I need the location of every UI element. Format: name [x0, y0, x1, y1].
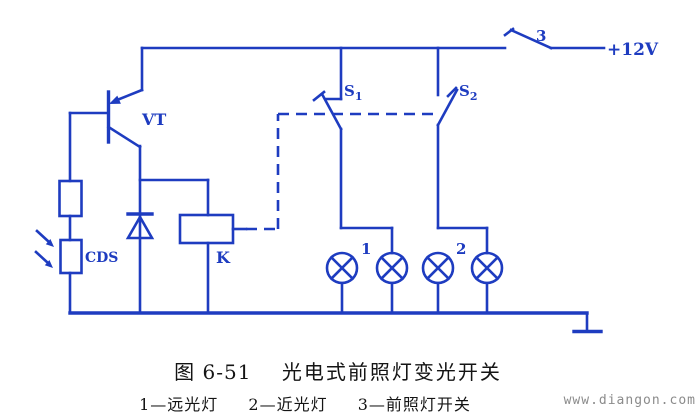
legend-item-1: 1—远光灯	[139, 395, 219, 414]
switch3-label: 3	[536, 27, 546, 45]
lamp-group-2: 2	[421, 226, 504, 315]
switch3-blade	[509, 28, 553, 50]
lamp-icon	[421, 251, 455, 285]
s1-blade	[320, 92, 343, 131]
figure-title: 光电式前照灯变光开关	[281, 360, 502, 384]
s2-blade	[436, 88, 459, 127]
group1-bottom-leads	[340, 281, 394, 315]
lamp-icon	[325, 251, 359, 285]
collector-line	[106, 125, 142, 149]
s1-label: S1	[344, 82, 363, 103]
switch-s1: S1	[312, 46, 363, 230]
emitter-arrow-icon	[109, 95, 121, 104]
photoresistor-body	[59, 238, 83, 275]
ground-rail	[68, 311, 603, 334]
lamp-group1-label: 1	[361, 240, 371, 258]
photo-sensor-branch: CDS	[34, 111, 118, 315]
figure-caption: 图 6-51 光电式前照灯变光开关	[0, 356, 688, 385]
lamp-group2-label: 2	[456, 240, 466, 258]
lamp-icon	[375, 251, 409, 285]
power-switch-3: 3 +12V	[503, 27, 659, 60]
lamp-icon	[470, 251, 504, 285]
s2-label: S2	[459, 82, 478, 103]
photoresistor-label: CDS	[85, 250, 118, 266]
light-arrows-icon	[34, 229, 54, 268]
watermark: www.diangon.com	[563, 393, 696, 408]
figure-legend: 1—远光灯 2—近光灯 3—前照灯开关	[0, 391, 655, 415]
mechanical-linkage-dashed	[246, 112, 437, 231]
diode-branch	[125, 144, 155, 315]
switch-s2: S2	[436, 46, 478, 230]
legend-item-2: 2—近光灯	[248, 395, 328, 414]
transistor-vt: VT	[68, 46, 166, 149]
relay-coil-body	[178, 213, 235, 245]
figure-number: 图 6-51	[174, 360, 252, 384]
legend-item-3: 3—前照灯开关	[357, 395, 471, 414]
diode-triangle	[125, 214, 155, 240]
group2-bottom-leads	[436, 281, 489, 315]
transistor-label: VT	[141, 110, 166, 129]
lamp-group-1: 1	[325, 226, 409, 315]
relay-k: K	[138, 178, 248, 315]
emitter-line	[115, 88, 144, 102]
resistor-body	[58, 179, 83, 218]
s2-contact-tick	[446, 86, 458, 98]
supply-voltage-label: +12V	[607, 40, 659, 60]
relay-label: K	[216, 248, 231, 267]
